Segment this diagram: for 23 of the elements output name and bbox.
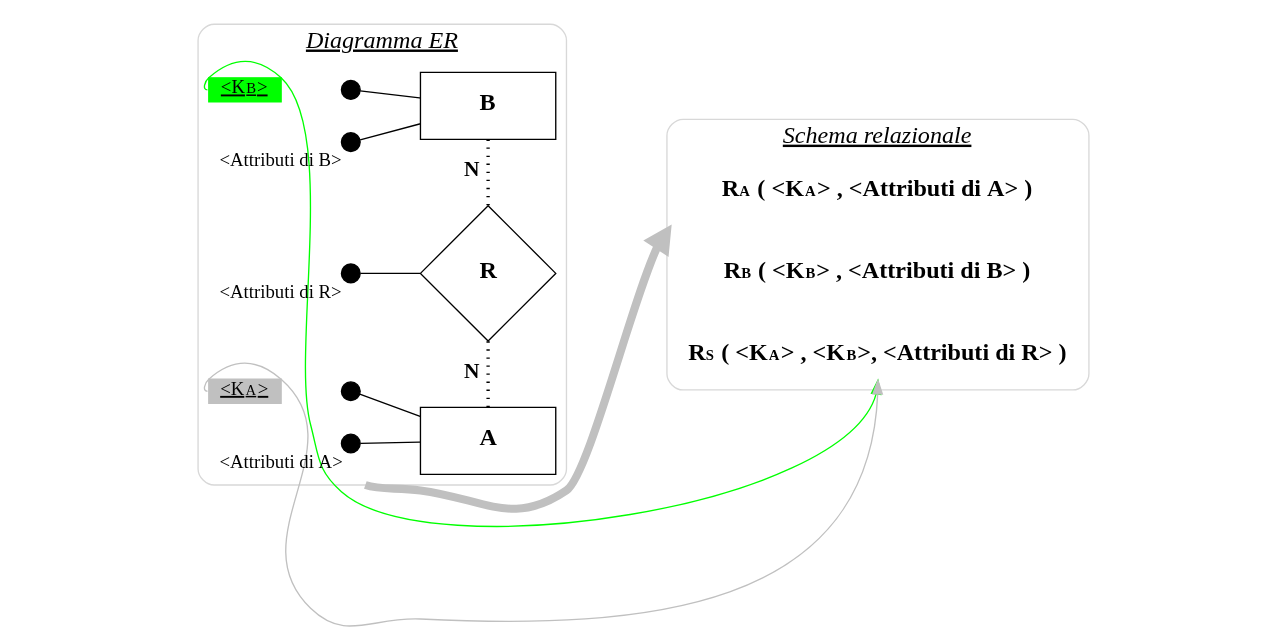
connector xyxy=(359,393,421,417)
connector xyxy=(486,139,490,206)
node-box: <KB> xyxy=(208,77,282,103)
node-circle xyxy=(340,263,361,284)
node-diamond: R xyxy=(419,204,557,342)
node-text: RA ( <KA> , <Attributi di A> ) xyxy=(721,175,1033,202)
arrow xyxy=(364,224,672,513)
node-circle xyxy=(340,132,361,153)
connector xyxy=(359,272,421,275)
node-text: RS ( <KA> , <KB>, <Attributi di R> ) xyxy=(688,338,1067,365)
edge-label: N xyxy=(463,358,480,383)
connector xyxy=(359,123,421,141)
node-box: B xyxy=(419,71,557,141)
connector xyxy=(359,441,421,445)
node-box: <KA> xyxy=(208,378,282,404)
node-circle xyxy=(340,433,361,454)
node-text: RB ( <KB> , <Attributi di B> ) xyxy=(723,256,1031,283)
connector xyxy=(486,341,490,407)
edge-label: N xyxy=(463,157,480,182)
node-circle xyxy=(340,79,361,100)
node-circle xyxy=(340,381,361,402)
connector xyxy=(359,90,421,99)
node-box: A xyxy=(419,406,557,475)
